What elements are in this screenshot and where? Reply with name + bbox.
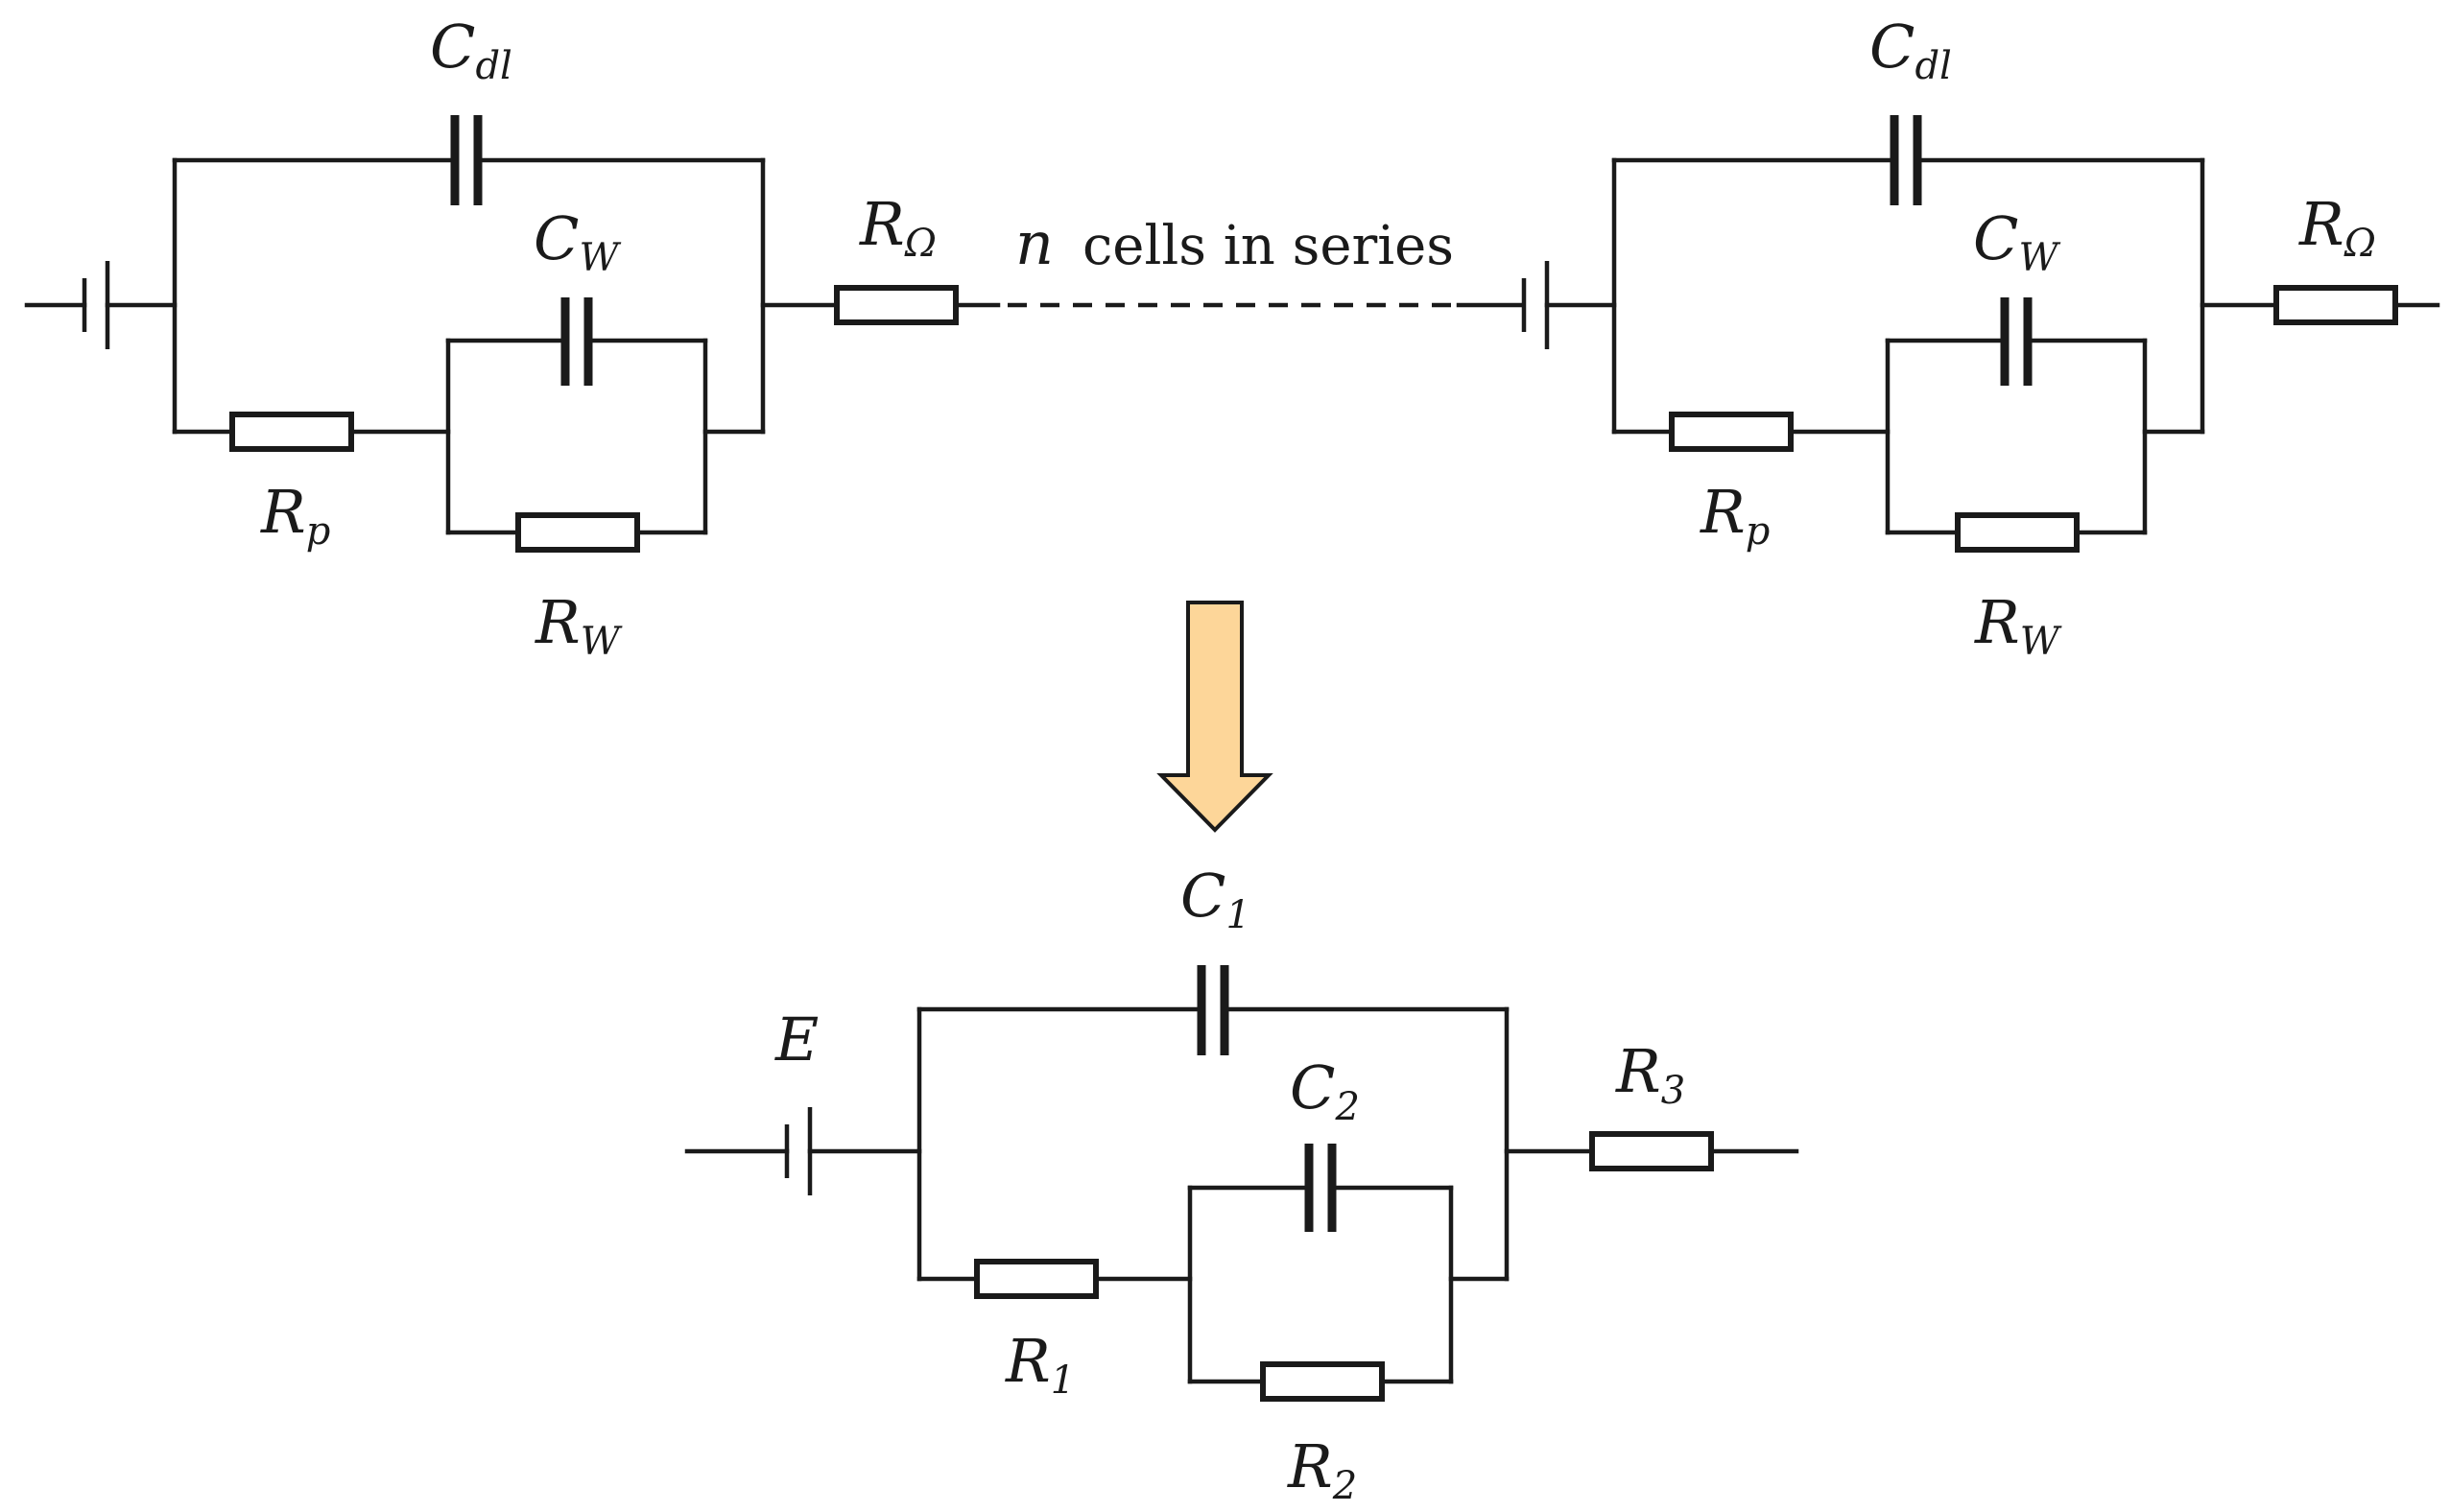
- right-rp-label: Rp: [1700, 477, 1770, 554]
- left-rp-label: Rp: [260, 477, 330, 554]
- right-romega-resistor: [2273, 285, 2398, 325]
- simplified-circuit: C1 C2 E R1 R2 R3: [684, 861, 1799, 1508]
- simplified-network-wires: [916, 1006, 1799, 1384]
- right-cdl-label: Cdl: [1869, 12, 1952, 88]
- r2-resistor: [1260, 1361, 1385, 1402]
- left-cw-label: CW: [534, 203, 621, 280]
- left-cdl-capacitor: [450, 115, 483, 205]
- right-rp-resistor: [1669, 412, 1794, 452]
- r1-label: R1: [1005, 1326, 1075, 1403]
- simplified-battery: [684, 1107, 922, 1195]
- r3-resistor: [1589, 1131, 1714, 1171]
- left-cdl-label: Cdl: [430, 12, 512, 88]
- right-rw-label: RW: [1974, 587, 2062, 664]
- left-romega-resistor: [834, 285, 959, 325]
- c2-capacitor: [1304, 1144, 1337, 1232]
- left-romega-label: RΩ: [859, 189, 937, 266]
- left-cell-circuit: Cdl CW Rp RW RΩ: [24, 12, 1001, 664]
- left-network-wires: [172, 157, 1001, 535]
- left-rw-resistor: [515, 512, 640, 553]
- right-cw-capacitor: [2000, 297, 2033, 386]
- r3-label: R3: [1615, 1036, 1685, 1113]
- left-rw-label: RW: [535, 587, 623, 664]
- c2-label: C2: [1290, 1052, 1360, 1129]
- series-connector: n cells in series: [1008, 208, 1524, 308]
- right-rw-resistor: [1955, 512, 2080, 553]
- right-network-wires: [1611, 157, 2440, 535]
- right-cw-label: CW: [1973, 203, 2060, 280]
- r1-resistor: [974, 1259, 1099, 1299]
- r2-label: R2: [1287, 1431, 1357, 1508]
- right-cell-circuit: Cdl CW Rp RW RΩ: [1521, 12, 2440, 664]
- c1-label: C1: [1180, 861, 1250, 937]
- c1-capacitor: [1197, 965, 1229, 1055]
- left-cw-capacitor: [560, 297, 593, 386]
- left-battery: [24, 261, 178, 349]
- series-label: n cells in series: [1015, 208, 1454, 278]
- e-label: E: [774, 1004, 819, 1075]
- right-romega-label: RΩ: [2298, 189, 2376, 266]
- right-cdl-capacitor: [1890, 115, 1922, 205]
- down-arrow-icon: [1156, 601, 1273, 833]
- right-battery: [1521, 261, 1617, 349]
- left-rp-resistor: [229, 412, 354, 452]
